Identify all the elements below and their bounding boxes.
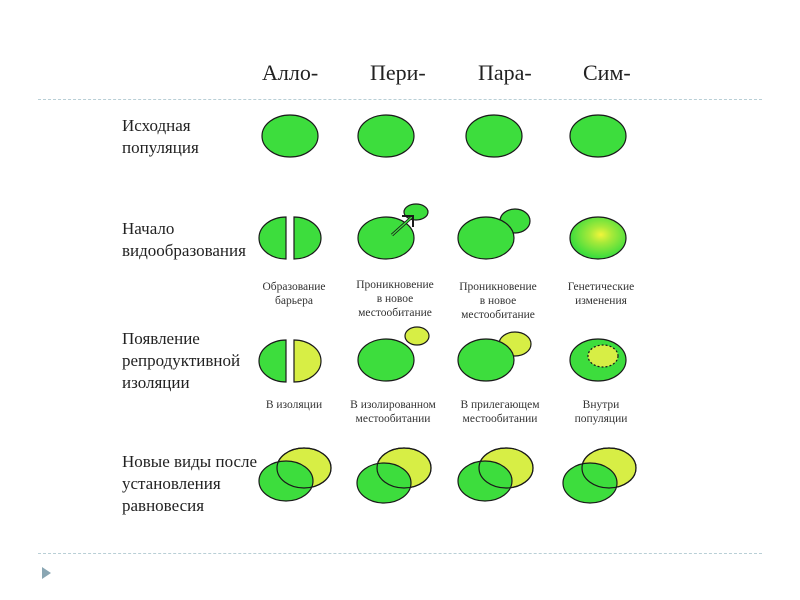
allo-right-half [294,217,321,259]
para-main-isolated [458,339,514,381]
row4-shapes [259,448,636,503]
para-main-population [458,217,514,259]
sym-new-species-green [563,463,617,503]
sym-subpopulation [588,345,618,367]
peri-initial-population [358,115,414,157]
row2-shapes [259,204,626,259]
sym-initial-population [570,115,626,157]
slide-nav-arrow-icon[interactable] [42,567,51,579]
peri-isolated-habitat-group [405,327,429,345]
caption-in-isolation: В изоляции [246,398,342,412]
allo-isolated-right-half [294,340,321,382]
peri-new-species-green [357,463,411,503]
para-initial-population [466,115,522,157]
allo-left-half [259,217,286,259]
peri-founder-group [404,204,428,220]
row1-shapes [262,115,626,157]
allo-isolated-left-half [259,340,286,382]
allo-initial-population [262,115,318,157]
row3-shapes [259,327,626,382]
sym-population-genetic-change [570,217,626,259]
peri-main-isolated [358,339,414,381]
allo-new-species-green [259,461,313,501]
